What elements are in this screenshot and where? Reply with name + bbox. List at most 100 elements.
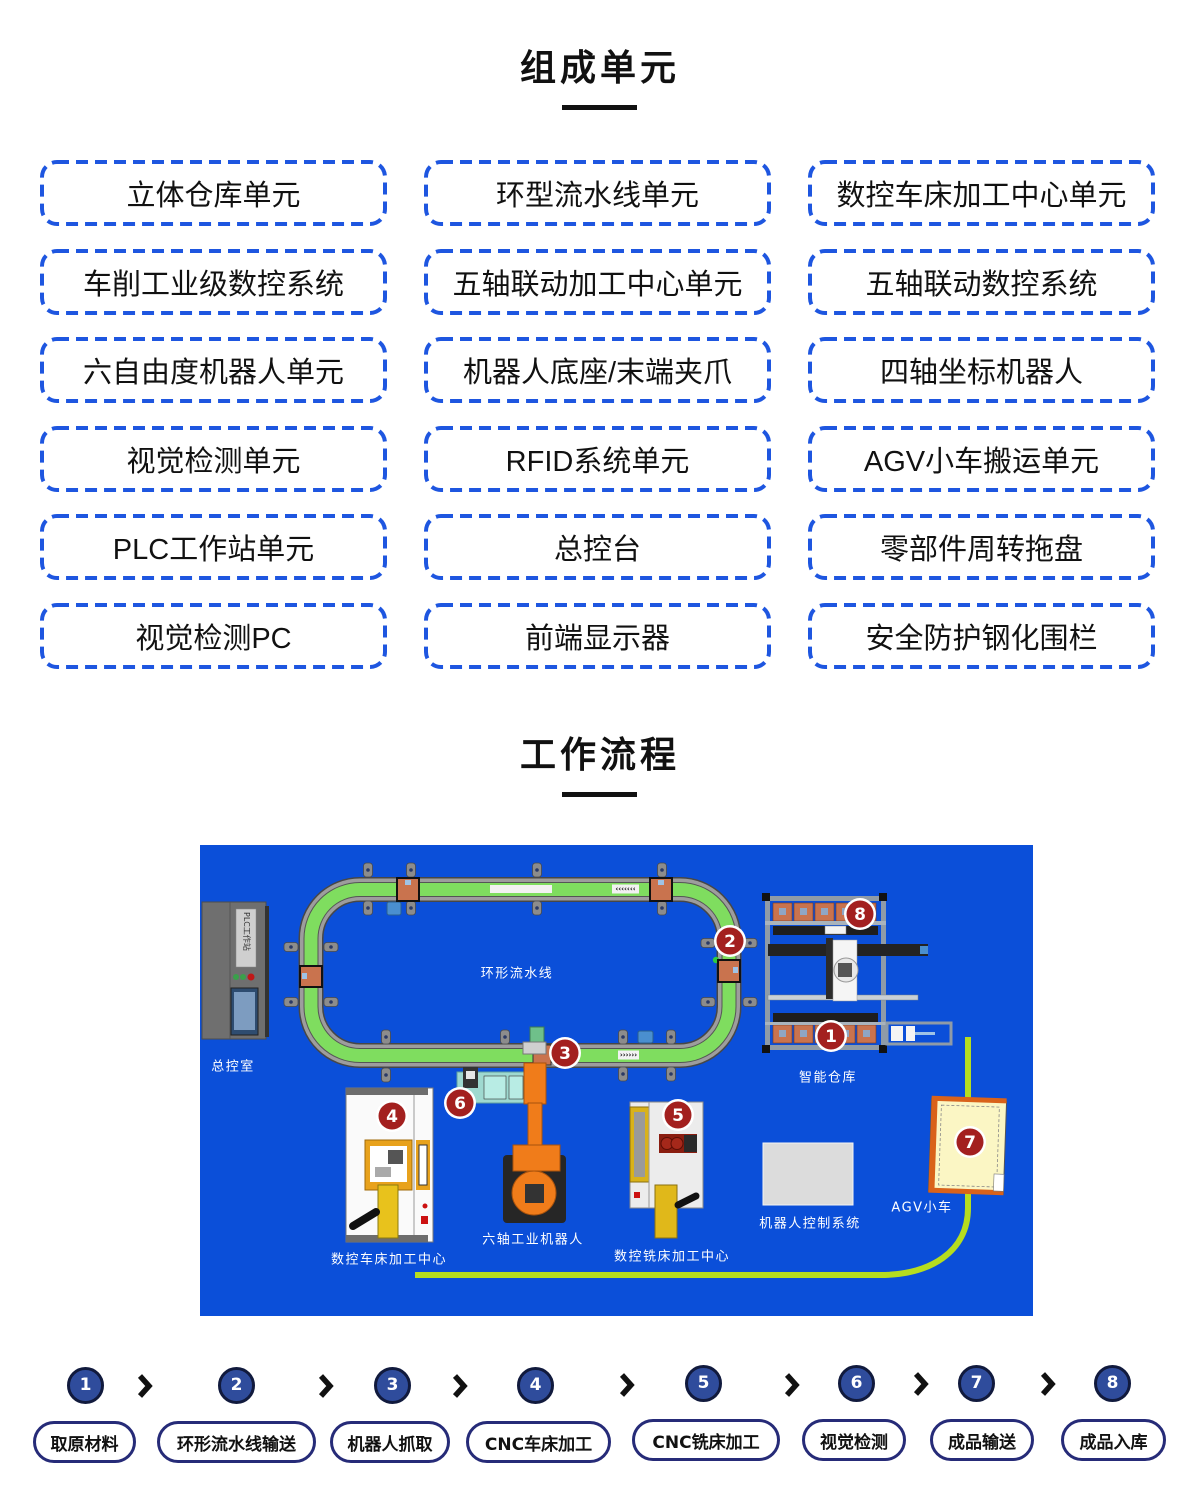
- dashed-border: [424, 602, 771, 669]
- component-label: 五轴联动数控系统: [865, 268, 1098, 301]
- step-badge-1: 1: [815, 1020, 847, 1052]
- chevron-stroke: [318, 1374, 334, 1398]
- mill-motor: [684, 1135, 697, 1152]
- robot-shoulder: [512, 1144, 561, 1172]
- workflow-step-label: CNC车床加工: [466, 1421, 611, 1463]
- transfer-sensor: [658, 880, 664, 885]
- workflow-step-label: 成品入库: [1061, 1419, 1166, 1461]
- dashed-border-rect: [424, 514, 771, 581]
- workflow-step-number: 3: [374, 1367, 411, 1404]
- indicator-light-green: [233, 974, 239, 980]
- storage-part: [800, 908, 807, 915]
- badge-fill: [446, 1089, 474, 1117]
- frame-corner: [762, 1045, 770, 1053]
- dashed-border: [808, 160, 1155, 226]
- workflow-step-label: 视觉检测: [802, 1419, 906, 1461]
- step-badge-7: 7: [954, 1126, 986, 1158]
- component-label: RFID系统单元: [505, 445, 690, 478]
- dashed-border-rect: [40, 425, 387, 492]
- chevron-right-icon: [452, 1374, 468, 1398]
- mill-window: [634, 1112, 645, 1177]
- dashed-border: [40, 248, 387, 315]
- lathe-side-window: [418, 1144, 428, 1186]
- transfer-block: [649, 877, 673, 902]
- dashed-border-rect: [808, 602, 1155, 669]
- workflow-step-number: 8: [1094, 1365, 1131, 1402]
- robot-label: 六轴工业机器人: [482, 1233, 584, 1248]
- frame-corner: [879, 1045, 887, 1053]
- dashed-border-rect: [808, 514, 1155, 581]
- mill-control-panel: [654, 1184, 678, 1239]
- storage-part: [779, 908, 786, 915]
- dashed-border: [40, 425, 387, 492]
- transfer-block: [717, 959, 741, 983]
- conveyor-label-plate: [490, 885, 552, 893]
- diagram-background: [200, 845, 1033, 1316]
- agv-cart-bumper: [928, 1187, 1004, 1196]
- lathe-indicator: [422, 1203, 428, 1209]
- bracket-bolt: [535, 906, 539, 910]
- component-card: 立体仓库单元: [40, 160, 387, 226]
- dashed-border-rect: [424, 160, 771, 226]
- control-room-label: 总控室: [211, 1059, 255, 1075]
- component-card: 环型流水线单元: [424, 160, 771, 226]
- component-card: 零部件周转拖盘: [808, 514, 1155, 581]
- vision-inspection-station: [456, 1067, 526, 1104]
- conveyor-motor: [386, 901, 402, 916]
- dashed-border: [808, 602, 1155, 669]
- bracket-bolt: [384, 1035, 388, 1039]
- chevron-right-icon: [318, 1374, 334, 1398]
- component-card: 安全防护钢化围栏: [808, 602, 1155, 669]
- transfer-station: [299, 965, 323, 988]
- transfer-sensor: [302, 973, 307, 979]
- component-card: 视觉检测单元: [40, 425, 387, 492]
- lathe-tool-post: [375, 1167, 391, 1177]
- badge-fill: [817, 1022, 845, 1050]
- robot-forearm: [527, 1102, 543, 1149]
- chevron-right-icon: [137, 1374, 153, 1398]
- component-card: 总控台: [424, 514, 771, 581]
- component-label: 前端显示器: [524, 622, 670, 655]
- outfeed-block: [891, 1026, 903, 1041]
- badge-fill: [846, 900, 874, 928]
- step-badge-6: 6: [444, 1087, 476, 1119]
- storage-part: [800, 1030, 807, 1037]
- component-card: 六自由度机器人单元: [40, 337, 387, 404]
- dashed-border-rect: [424, 602, 771, 669]
- workflow-layout-diagram: ‹‹‹‹‹‹‹ ›››››› PLC工作站: [200, 845, 1033, 1316]
- component-label: 车削工业级数控系统: [82, 268, 344, 301]
- storage-part: [779, 1030, 786, 1037]
- bracket-bolt: [409, 868, 413, 872]
- bracket-bolt: [366, 868, 370, 872]
- badge-fill: [956, 1128, 984, 1156]
- bracket-bolt: [660, 906, 664, 910]
- direction-marker-plate: [618, 1050, 639, 1060]
- chevron-stroke: [137, 1374, 153, 1398]
- badge-number: 7: [964, 1133, 976, 1153]
- component-label: 视觉检测PC: [135, 622, 292, 655]
- conveyor-motor: [637, 1030, 654, 1044]
- gantry-rotary-motor: [838, 963, 852, 977]
- smart-warehouse: [762, 893, 953, 1053]
- vision-camera-lens: [466, 1071, 475, 1079]
- dashed-border-rect: [808, 160, 1155, 226]
- dashed-border-rect: [424, 337, 771, 404]
- bracket-bolt: [660, 868, 664, 872]
- vision-fixture: [483, 1075, 507, 1100]
- bracket-bolt: [289, 1000, 293, 1004]
- dashed-border: [808, 425, 1155, 492]
- cnc-mill: [629, 1101, 704, 1239]
- lathe-estop: [421, 1216, 428, 1224]
- component-label: 立体仓库单元: [126, 180, 301, 212]
- frame-corner: [879, 893, 887, 901]
- component-label: 六自由度机器人单元: [82, 357, 344, 390]
- dashed-border: [424, 425, 771, 492]
- bracket-bolt: [329, 945, 333, 949]
- dashed-border: [40, 337, 387, 404]
- workflow-step-label: 环形流水线输送: [157, 1421, 316, 1463]
- workflow-step-label: CNC铣床加工: [632, 1419, 780, 1461]
- chevron-stroke: [619, 1373, 635, 1397]
- dashed-border: [424, 337, 771, 404]
- badge-fill: [551, 1039, 579, 1067]
- bracket-bolt: [366, 906, 370, 910]
